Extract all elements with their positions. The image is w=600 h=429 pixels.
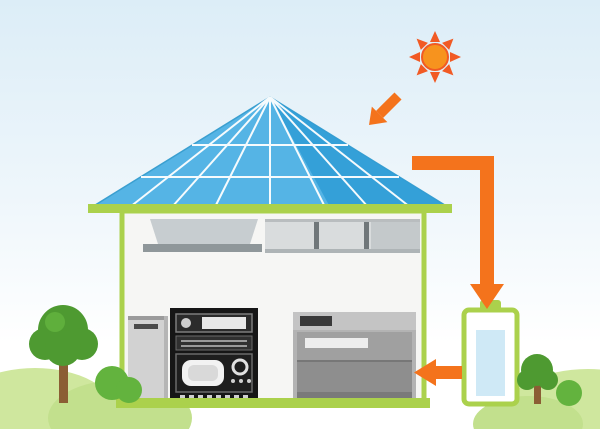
upper-window-left xyxy=(150,219,258,244)
window-top-frame xyxy=(265,219,420,222)
upper-window-left-sill xyxy=(143,244,262,252)
dishwasher xyxy=(293,312,416,402)
sun-rays xyxy=(409,31,461,83)
solar-panel-grid xyxy=(129,96,411,208)
dishwasher-handle xyxy=(305,338,368,348)
window-divider xyxy=(314,219,319,250)
upper-window-right-pane xyxy=(371,219,420,250)
bush-left xyxy=(95,366,142,403)
arrow-battery-to-appliances xyxy=(414,359,462,386)
solar-panel-roof xyxy=(88,96,452,213)
arrow-sun-to-roof xyxy=(369,92,402,125)
window-bottom-frame xyxy=(265,249,420,253)
bush-right xyxy=(556,380,582,406)
second-floor-windows xyxy=(143,219,420,253)
tree-right xyxy=(517,354,558,404)
sun-icon xyxy=(409,31,461,83)
microwave-dial xyxy=(231,358,249,376)
stack-button-row xyxy=(180,395,248,399)
arrow-roof-to-battery xyxy=(412,156,504,309)
battery-cell xyxy=(476,330,505,396)
kitchen-appliances xyxy=(128,308,416,402)
house-base xyxy=(116,398,430,408)
dishwasher-display xyxy=(300,316,332,326)
appliance-stack xyxy=(170,308,258,402)
roof-shaded-face xyxy=(270,97,448,207)
tree-left xyxy=(29,305,98,403)
roof-eave xyxy=(88,204,452,213)
window-divider xyxy=(364,219,369,250)
storage-battery xyxy=(461,300,520,407)
